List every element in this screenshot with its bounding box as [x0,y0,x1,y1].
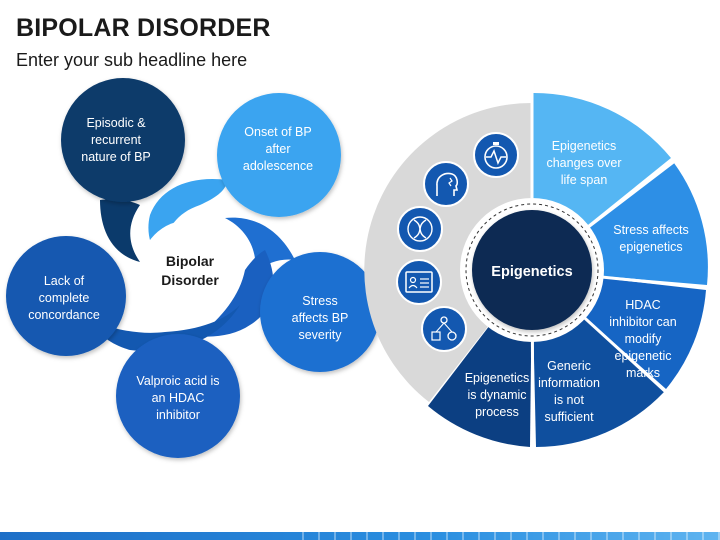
bipolar-pinwheel: Bipolar Disorder Episodic & recurrent na… [6,78,380,458]
pinwheel-center [140,220,240,320]
petal-1 [61,78,185,202]
petal-5-line-3: concordance [28,308,100,322]
petal-5-line-1: Lack of [44,274,85,288]
petal-2-line-1: Onset of BP [244,125,311,139]
segment-5-line-1: Epigenetics [465,371,530,385]
petal-tail-5 [90,305,240,352]
segment-4-line-2: information [538,376,600,390]
petal-4 [116,334,240,458]
gray-sector [364,102,532,402]
petal-4-line-2: an HDAC [152,391,205,405]
segment-1-line-2: changes over [546,156,621,170]
petal-1-line-1: Episodic & [86,116,146,130]
epigenetics-center [472,210,592,330]
petal-3-line-1: Stress [302,294,337,308]
segment-2-line-1: Stress affects [613,223,689,237]
petal-3 [260,252,380,372]
petal-2-line-3: adolescence [243,159,313,173]
segment-4-line-3: is not [554,393,584,407]
profile-card-icon [396,259,442,305]
dna-icon [397,206,443,252]
petal-tail-4 [198,250,274,337]
segment-1-line-3: life span [561,173,608,187]
segment-4-line-4: sufficient [544,410,594,424]
segment-3-line-4: epigenetic [615,349,672,363]
petal-4-line-3: inhibitor [156,408,200,422]
petal-4-line-1: Valproic acid is [136,374,219,388]
petal-1-line-3: nature of BP [81,150,151,164]
heartbeat-icon [473,132,519,178]
segment-1-line-1: Epigenetics [552,139,617,153]
page-title: BIPOLAR DISORDER [16,14,271,42]
segment-3-line-2: inhibitor can [609,315,676,329]
head-icon [423,161,469,207]
segment-2-line-2: epigenetics [619,240,682,254]
segment-5-line-2: is dynamic [467,388,526,402]
petal-3-line-2: affects BP [292,311,349,325]
settings-network-icon [421,306,467,352]
segment-3-line-1: HDAC [625,298,660,312]
petal-tail-1 [100,199,140,262]
petal-tail-2 [148,178,228,265]
epigenetics-center-label: Epigenetics [491,264,572,280]
segment-4-line-1: Generic [547,359,591,373]
page-subtitle: Enter your sub headline here [16,50,248,70]
petal-1-line-2: recurrent [91,133,142,147]
center-label-line-1: Bipolar [166,253,215,269]
petal-5-line-2: complete [39,291,90,305]
segment-3-line-3: modify [625,332,663,346]
petal-2 [217,93,341,217]
petal-2-line-2: after [265,142,290,156]
petal-3-line-3: severity [298,328,342,342]
petal-5 [6,236,126,356]
epigenetics-wheel: Epigenetics Epigenetics changes over lif… [364,90,711,451]
center-label-line-2: Disorder [161,272,219,288]
segment-3-line-5: marks [626,366,660,380]
center-ring-dash [465,203,599,337]
segment-5-line-3: process [475,405,519,419]
petal-tail-3 [225,217,295,272]
bottom-accent-bar [0,532,720,540]
